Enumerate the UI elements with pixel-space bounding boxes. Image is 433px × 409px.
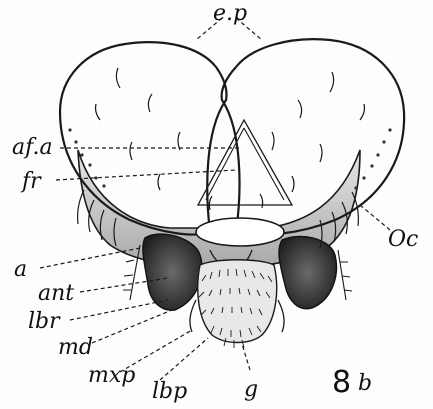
label-md: md bbox=[58, 335, 93, 360]
figure-number: 8 bbox=[332, 365, 351, 400]
leader-g bbox=[242, 344, 250, 370]
eye-bristles bbox=[96, 68, 365, 210]
label-oc: Oc bbox=[388, 227, 418, 252]
label-ant: ant bbox=[38, 281, 74, 306]
label-lbp: lbp bbox=[152, 379, 187, 404]
labellum bbox=[198, 260, 277, 343]
label-a: a bbox=[14, 257, 27, 282]
leader-oc bbox=[360, 205, 390, 230]
label-afa: af.a bbox=[12, 135, 53, 160]
label-lbr: lbr bbox=[28, 309, 61, 334]
frons-inner-line bbox=[206, 128, 284, 200]
right-maxillary-palp bbox=[278, 300, 284, 332]
leader-lbr bbox=[70, 300, 168, 320]
label-ep: e.p bbox=[213, 1, 247, 26]
figure-panel: b bbox=[358, 371, 372, 396]
left-compound-eye bbox=[60, 42, 227, 234]
label-fr: fr bbox=[20, 169, 42, 194]
clypeus bbox=[196, 218, 284, 246]
label-mxp: mxp bbox=[88, 363, 135, 388]
leader-md bbox=[92, 310, 172, 343]
eye-facet-dots bbox=[68, 128, 391, 189]
right-arista bbox=[338, 250, 352, 300]
leader-lbp bbox=[160, 338, 208, 380]
left-antenna bbox=[143, 234, 202, 310]
label-g: g bbox=[244, 377, 258, 402]
right-antenna bbox=[279, 236, 336, 308]
left-maxillary-palp bbox=[190, 300, 196, 332]
